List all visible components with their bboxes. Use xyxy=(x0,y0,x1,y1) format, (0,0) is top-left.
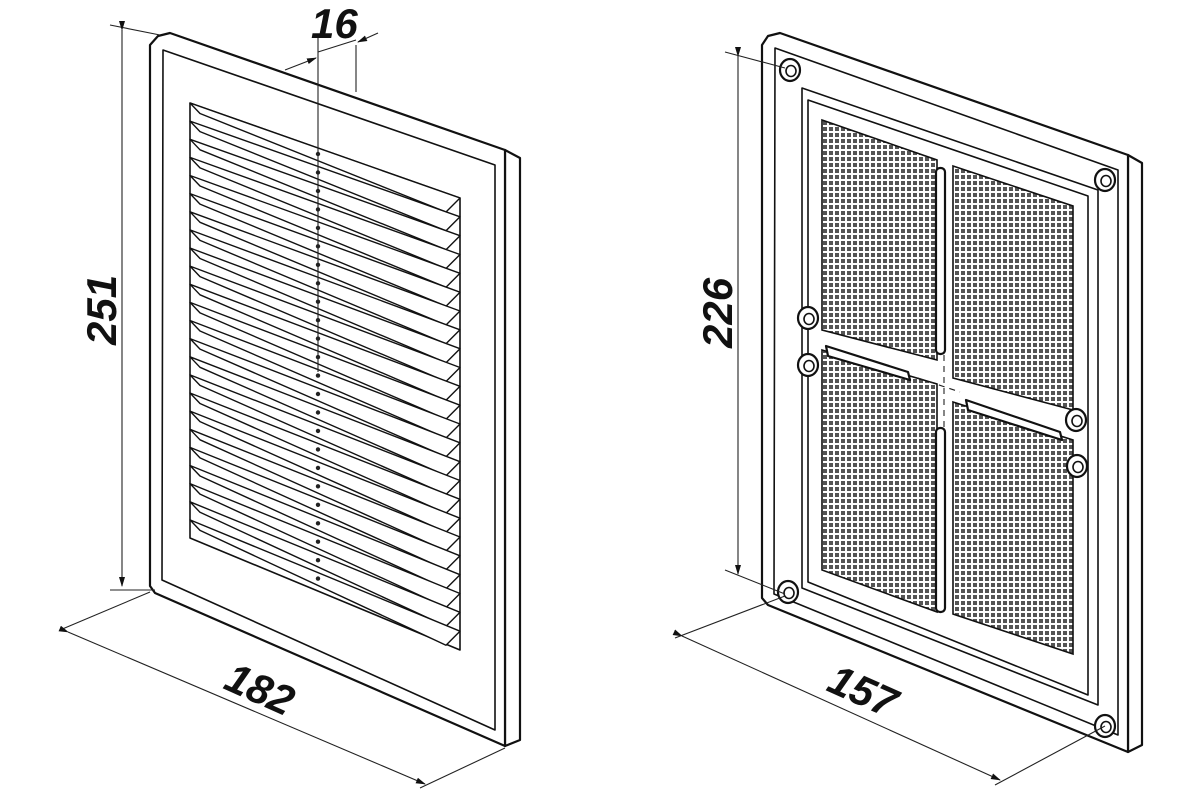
dim-ext-back-left xyxy=(674,595,786,639)
slat-pivot-dot xyxy=(315,447,321,452)
screw-hole-icon xyxy=(776,579,800,605)
slat-pivot-dot xyxy=(315,502,321,507)
mesh-panel-bottom-left xyxy=(821,348,938,614)
slat-pivot-dot xyxy=(315,391,321,397)
back-frame-side xyxy=(1126,153,1144,754)
slat-pivot-dot xyxy=(315,428,321,434)
mesh-panel-bottom-right xyxy=(952,400,1074,656)
front-dimensions: 251 182 16 xyxy=(58,0,506,789)
slat-pivot-dot xyxy=(315,410,321,415)
back-housing-inner xyxy=(807,99,1089,696)
center-line xyxy=(917,377,961,393)
front-grille-view xyxy=(148,31,522,748)
louver-slats xyxy=(189,102,461,646)
louver-slat xyxy=(189,519,461,646)
back-grille-view xyxy=(760,31,1144,754)
dim-line-width xyxy=(58,625,426,785)
dim-ext-left xyxy=(59,591,151,631)
dim-label-depth: 16 xyxy=(311,0,358,47)
dim-label-back-width: 157 xyxy=(821,655,906,727)
mesh-clip-horizontal-right xyxy=(964,398,1064,442)
back-housing-outer xyxy=(801,87,1099,706)
mesh-panel-top-left xyxy=(821,118,938,362)
slat-pivot-dot xyxy=(315,521,321,526)
dim-label-width: 182 xyxy=(218,653,301,724)
mesh-panel-top-right xyxy=(952,164,1074,412)
dim-label-back-height: 226 xyxy=(694,277,741,349)
slat-pivot-dot xyxy=(315,539,321,544)
screw-hole-icon xyxy=(796,352,820,378)
mesh-clip-vertical-top xyxy=(934,166,947,356)
dim-label-height: 251 xyxy=(78,275,125,346)
slat-pivot-dot xyxy=(315,558,321,563)
louver-adjust-dots xyxy=(315,151,321,581)
screw-hole-icon xyxy=(1064,407,1088,433)
slat-pivot-dot xyxy=(315,484,321,489)
dim-line-depth xyxy=(317,39,357,53)
screw-holes xyxy=(776,57,1117,739)
dim-ext-top xyxy=(109,24,161,36)
dim-ext-back-right xyxy=(994,725,1106,786)
dim-arrow-depth-a xyxy=(284,57,317,71)
screw-hole-icon xyxy=(1065,453,1089,479)
dim-ext-right xyxy=(419,747,506,789)
screw-hole-icon xyxy=(778,57,802,83)
mesh-clip-vertical-bottom xyxy=(934,426,947,614)
screw-hole-icon xyxy=(1093,167,1117,193)
front-frame-inner-edge xyxy=(161,49,496,731)
mesh-clip-horizontal-left xyxy=(824,344,912,382)
slat-pivot-dot xyxy=(315,576,321,581)
back-frame-inner-edge xyxy=(773,47,1119,736)
front-frame-side xyxy=(503,148,522,748)
slat-pivot-dot xyxy=(315,373,321,378)
slat-pivot-dot xyxy=(315,465,321,471)
dim-line-back-width xyxy=(672,629,1001,781)
screw-hole-icon xyxy=(796,305,820,331)
dim-arrow-depth-b xyxy=(357,32,379,43)
